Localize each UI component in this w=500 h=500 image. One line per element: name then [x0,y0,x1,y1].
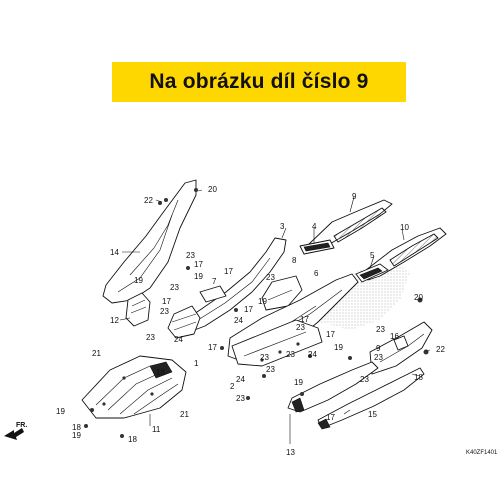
label-19-c: 19 [258,297,267,306]
label-18-d: 18 [414,373,423,382]
label-12: 12 [110,316,119,325]
label-19-a: 19 [194,272,203,281]
label-24-c: 24 [236,375,245,384]
label-19-f: 19 [56,407,65,416]
label-22-b: 22 [436,345,445,354]
label-17-h: 17 [300,315,309,324]
label-22-a: 22 [144,196,153,205]
banner-text: Na obrázku díl číslo 9 [149,70,369,93]
label-21-b: 21 [180,410,189,419]
label-18-c: 18 [128,435,137,444]
label-23-e: 23 [266,273,275,282]
label-19-g: 19 [72,431,81,440]
label-19-e: 19 [294,378,303,387]
label-18-a: 18 [156,368,165,377]
label-21-a: 21 [92,349,101,358]
label-24-d: 24 [308,350,317,359]
label-6: 6 [314,269,319,278]
part-15-lower-trim [317,367,425,429]
label-2: 2 [230,382,235,391]
direction-label: FR. [16,422,27,429]
part-7-plate [199,285,227,303]
label-5: 5 [370,251,375,260]
label-17-d: 17 [244,305,253,314]
label-23-m: 23 [286,350,295,359]
label-13: 13 [286,448,295,457]
label-24-a: 24 [174,335,183,344]
label-4: 4 [312,222,317,231]
label-19-d: 19 [334,343,343,352]
label-10: 10 [400,223,409,232]
highlight-banner: Na obrázku díl číslo 9 [112,62,406,102]
label-23-k: 23 [374,353,383,362]
label-17-b: 17 [194,260,203,269]
label-7: 7 [212,277,217,286]
label-23-f: 23 [296,323,305,332]
part-17-duct [167,305,201,339]
label-23-h: 23 [260,353,269,362]
label-18-b: 18 [72,423,81,432]
label-15: 15 [368,410,377,419]
label-23-l: 23 [360,375,369,384]
clip [158,201,162,205]
label-16: 16 [390,332,399,341]
part-11-skid-plate [81,355,187,419]
label-17-f: 17 [326,413,335,422]
label-8: 8 [292,256,297,265]
label-23-a: 23 [186,251,195,260]
label-20-b: 20 [414,293,423,302]
front-direction-arrow-icon: FR. [4,422,27,440]
label-23-d: 23 [146,333,155,342]
part-10-trim [389,233,439,267]
label-23-c: 23 [160,307,169,316]
label-23-g: 23 [266,365,275,374]
part-12-bracket [125,292,151,327]
label-14: 14 [110,248,119,257]
part-16-clip [393,335,409,351]
label-3: 3 [280,222,285,231]
part-14-front-cover [102,179,197,304]
label-24-b: 24 [234,316,243,325]
label-1: 1 [194,359,199,368]
label-17-g: 17 [326,330,335,339]
label-23-b: 23 [170,283,179,292]
label-9: 9 [352,192,357,201]
label-17-a: 17 [224,267,233,276]
label-11: 11 [152,425,161,434]
label-19-b: 19 [134,276,143,285]
label-23-j: 23 [376,325,385,334]
part-9-trim [333,207,387,243]
part-13-lower-trim [287,361,379,413]
label-9-b: 9 [376,344,381,353]
label-17-e: 17 [208,343,217,352]
label-23-i: 23 [236,394,245,403]
diagram-code: K40ZF1401 [466,450,498,456]
label-17-c: 17 [162,297,171,306]
label-20-a: 20 [208,185,217,194]
